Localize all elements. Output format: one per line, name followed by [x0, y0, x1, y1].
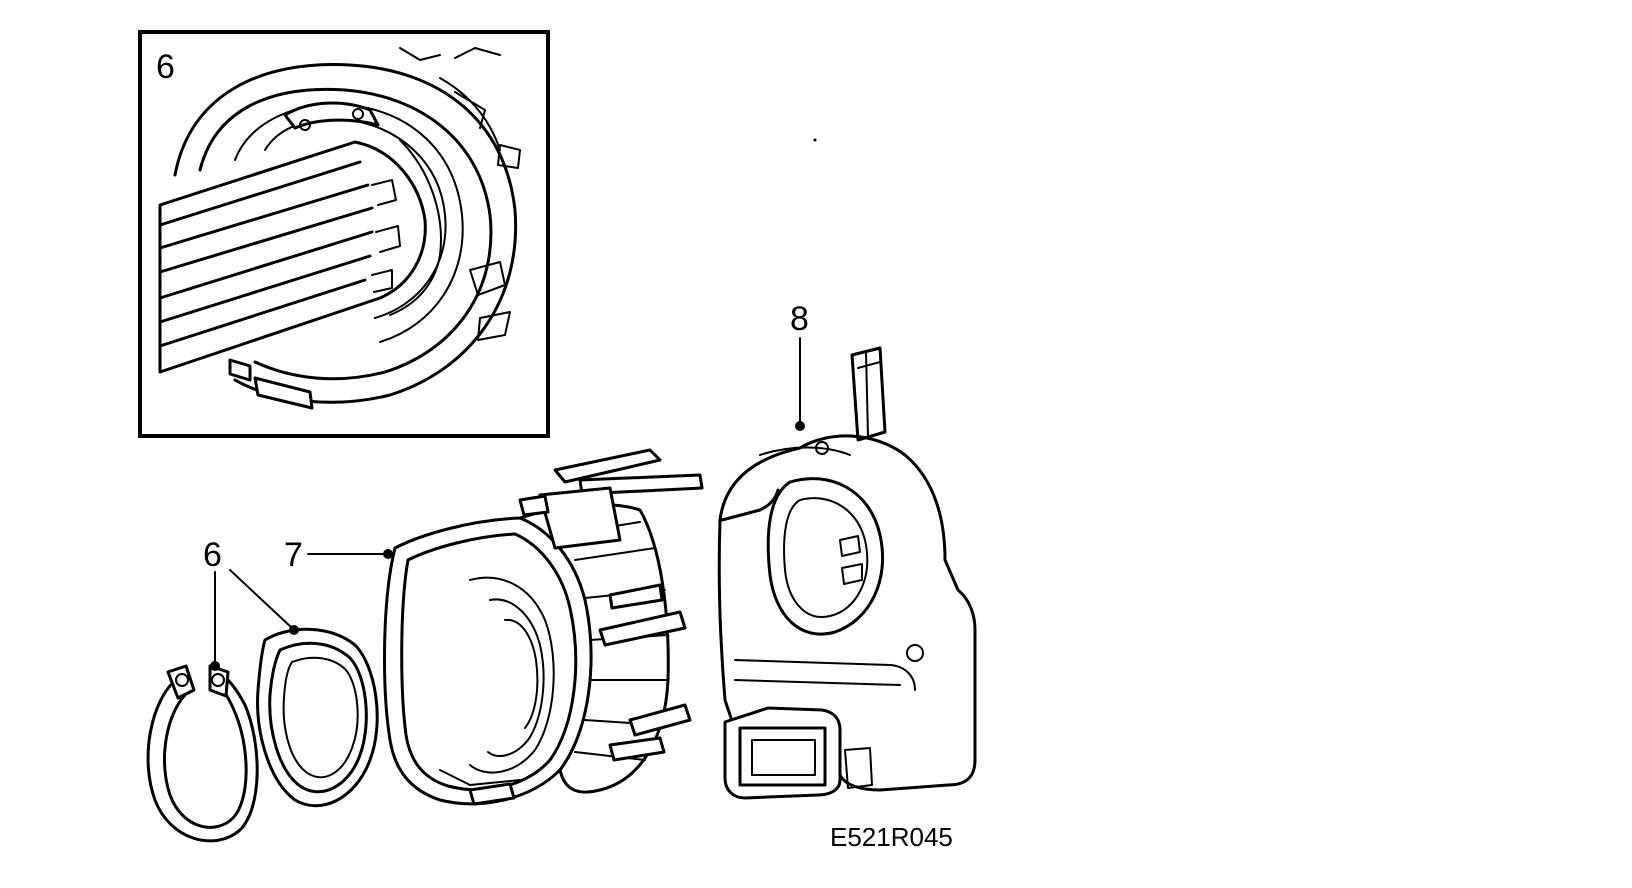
housing	[383, 448, 704, 806]
sensor	[717, 346, 977, 800]
callout-7: 7	[284, 536, 393, 574]
inset-lower-tabs	[228, 358, 314, 410]
callout-label-8: 8	[790, 300, 809, 338]
callout-6-left: 6	[203, 536, 299, 671]
callout-label-6: 6	[203, 536, 222, 574]
inset-splined-shaft	[158, 140, 427, 374]
inset-callout-label: 6	[156, 48, 175, 86]
inset-snap-ring	[283, 101, 442, 316]
figure-code: E521R045	[830, 822, 953, 852]
inset-housing-rings	[173, 47, 521, 404]
callout-label-7: 7	[284, 536, 303, 574]
seal-ring	[256, 627, 379, 808]
callout-8: 8	[790, 300, 809, 431]
speck	[813, 138, 817, 142]
circlip	[146, 664, 259, 843]
inset-detail: 6	[138, 30, 550, 438]
